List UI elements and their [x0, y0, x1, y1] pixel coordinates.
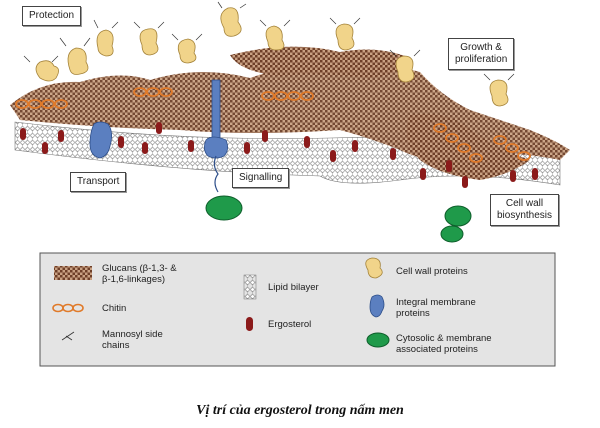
legend-glucan-swatch: [54, 266, 92, 280]
callout-signalling-text: Signalling: [239, 172, 283, 183]
legend-integral-line2: proteins: [396, 308, 430, 319]
legend-cytosolic-line1: Cytosolic & membrane: [396, 333, 492, 344]
legend-wall-protein-swatch: [365, 257, 383, 279]
signalling-stalk: [213, 155, 219, 193]
callout-transport-text: Transport: [77, 176, 120, 187]
callout-cellwall-line1: Cell wall: [505, 198, 544, 209]
legend-integral-label: Integral membrane proteins: [396, 297, 476, 319]
legend-glucans-label: Glucans (β-1,3- & β-1,6-linkages): [102, 263, 177, 285]
legend-chitin-label: Chitin: [102, 303, 127, 314]
integral-membrane-proteins: [89, 79, 228, 159]
legend-box: [39, 252, 556, 367]
legend-cytosolic-line2: associated proteins: [396, 344, 478, 355]
callout-growth-line1: Growth &: [460, 42, 502, 53]
chitin-chains: [15, 87, 531, 163]
legend-cytosolic-label: Cytosolic & membrane associated proteins: [396, 333, 492, 355]
legend-integral-line1: Integral membrane: [396, 297, 476, 308]
legend-mannosyl-swatch: [61, 331, 75, 341]
legend-lipid-swatch: [243, 274, 257, 300]
glucan-layer: [10, 46, 570, 180]
legend-ergosterol-swatch: [246, 317, 253, 331]
legend-lipid-label: Lipid bilayer: [268, 282, 319, 293]
legend-mannosyl-line2: chains: [102, 340, 130, 351]
callout-growth: Growth & proliferation: [448, 38, 515, 70]
legend-glucans-line1: Glucans (β-1,3- &: [102, 263, 177, 274]
legend-chitin-swatch: [52, 303, 84, 313]
callout-signalling: Signalling: [232, 168, 290, 188]
legend-integral-swatch: [369, 294, 385, 318]
figure-caption: Vị trí của ergosterol trong nấm men: [196, 403, 404, 418]
callout-protection: Protection: [22, 6, 82, 26]
callout-growth-line2: proliferation: [455, 54, 508, 65]
ergosterol-molecules: [20, 122, 538, 188]
callout-transport: Transport: [70, 172, 127, 192]
legend-ergosterol-label: Ergosterol: [268, 319, 312, 330]
biosynthesis-protein-bottom: [440, 225, 464, 243]
legend-mannosyl-label: Mannosyl side chains: [102, 329, 163, 351]
legend-cytosolic-swatch: [366, 332, 390, 348]
callout-protection-text: Protection: [29, 10, 75, 21]
callout-cellwall-line2: biosynthesis: [497, 210, 553, 221]
legend-mannosyl-line1: Mannosyl side: [102, 329, 163, 340]
cell-wall-proteins: [35, 7, 509, 107]
mannosyl-side-chains: [23, 1, 515, 81]
biosynthesis-protein-top: [444, 205, 472, 227]
callout-cell-wall-biosynthesis: Cell wall biosynthesis: [490, 194, 560, 226]
legend-cell-wall-proteins-label: Cell wall proteins: [396, 266, 468, 277]
signalling-cytosolic-protein: [205, 195, 243, 221]
legend-glucans-line2: β-1,6-linkages): [102, 274, 166, 285]
